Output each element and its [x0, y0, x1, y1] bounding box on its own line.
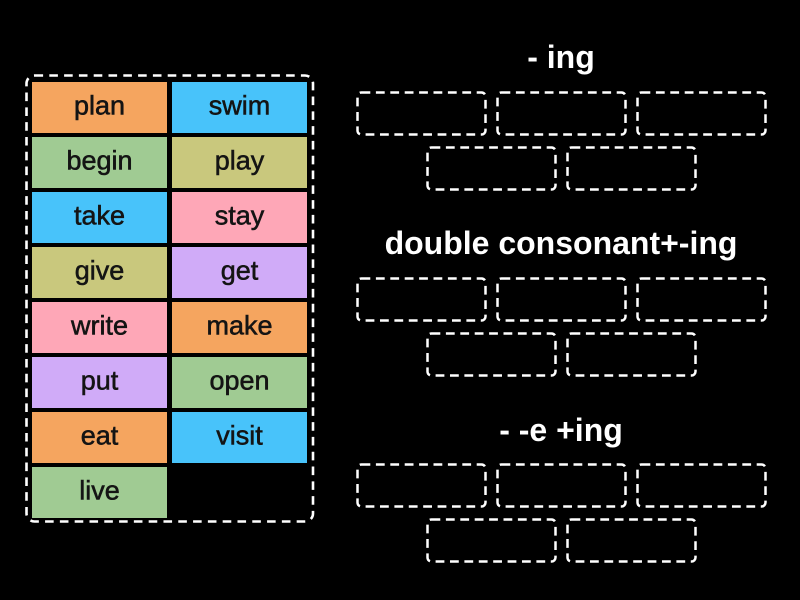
svg-text:take: take	[74, 201, 125, 231]
svg-text:swim: swim	[209, 91, 271, 121]
svg-text:visit: visit	[216, 421, 263, 451]
svg-text:make: make	[206, 311, 272, 341]
svg-text:play: play	[215, 146, 265, 176]
svg-text:put: put	[81, 366, 119, 396]
svg-text:begin: begin	[66, 146, 132, 176]
svg-text:stay: stay	[215, 201, 265, 231]
svg-text:open: open	[209, 366, 269, 396]
svg-text:get: get	[221, 256, 259, 286]
svg-text:give: give	[75, 256, 125, 286]
svg-text:eat: eat	[81, 421, 119, 451]
svg-text:plan: plan	[74, 91, 125, 121]
svg-text:live: live	[79, 476, 120, 506]
svg-text:- ing: - ing	[527, 39, 595, 75]
svg-text:double consonant+-ing: double consonant+-ing	[385, 225, 738, 261]
svg-text:- -e +ing: - -e +ing	[499, 412, 623, 448]
svg-text:write: write	[70, 311, 128, 341]
